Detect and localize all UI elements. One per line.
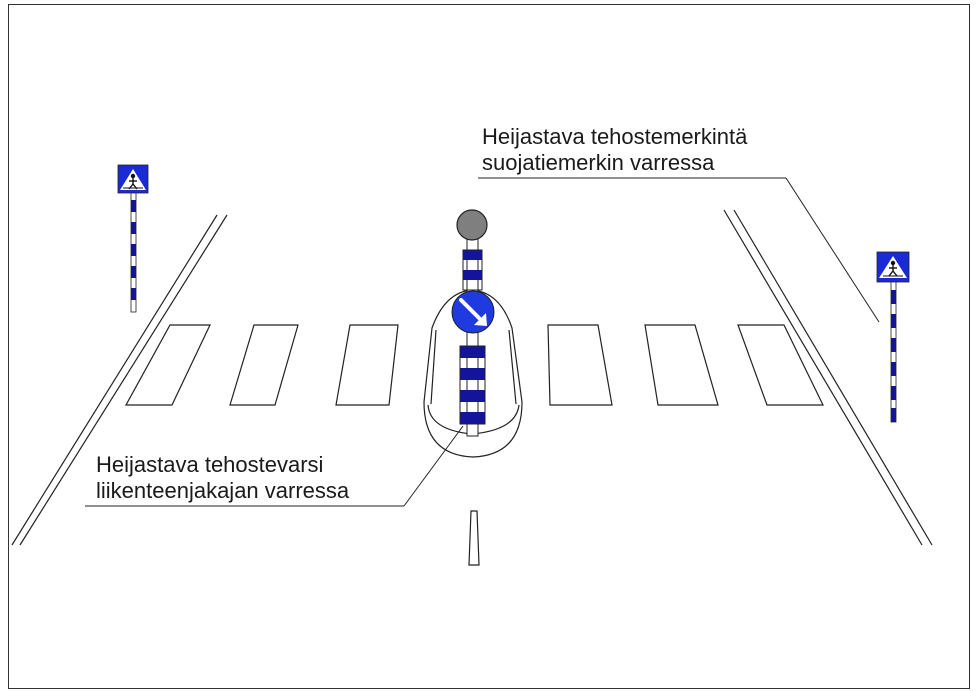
road-edge-right	[723, 209, 933, 546]
annotation-line: suojatiemerkin varressa	[482, 150, 715, 175]
annotation-line: Heijastava tehostemerkintä	[482, 124, 748, 149]
crosswalk-stripe	[547, 324, 613, 406]
crosswalk-stripe	[644, 324, 719, 406]
keep-right-arrow-icon	[451, 290, 495, 334]
annotation-line: liikenteenjakajan varressa	[96, 478, 350, 503]
crosswalk-stripe	[737, 324, 824, 406]
annotation-bottom-left: Heijastava tehostevarsi liikenteenjakaja…	[96, 452, 349, 504]
pole-reflective-bands	[460, 250, 485, 424]
crosswalk-stripe	[124, 324, 211, 406]
pedestrian-crossing-sign-icon	[117, 164, 149, 313]
annotation-top-right: Heijastava tehostemerkintä suojatiemerki…	[482, 124, 747, 176]
road-edge-left	[11, 214, 228, 546]
center-pole	[459, 235, 486, 437]
annotation-line: Heijastava tehostevarsi	[96, 452, 324, 477]
pedestrian-crossing-sign-icon	[876, 251, 910, 423]
crosswalk-stripe	[229, 324, 299, 406]
leader-line-top-right	[478, 177, 880, 323]
crosswalk-stripes	[124, 324, 824, 406]
crosswalk-stripe	[335, 324, 399, 406]
center-lane-marker	[468, 510, 480, 566]
amber-beacon-icon	[456, 209, 488, 241]
leader-line-bottom-left	[85, 425, 464, 507]
